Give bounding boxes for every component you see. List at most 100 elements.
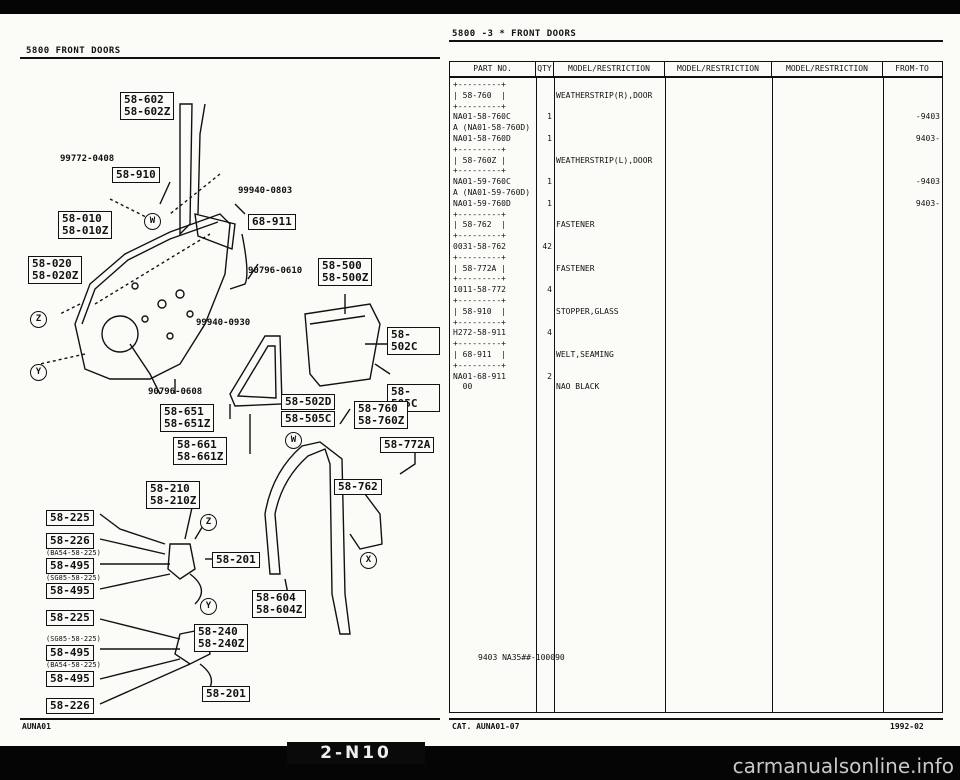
table-cell-description: NAO BLACK	[556, 382, 600, 392]
table-cell-part-number: | 58-772A |	[453, 263, 506, 273]
diagram-label-58-762: 58-762	[334, 479, 382, 495]
diagram-label-58-495-d: 58-495	[46, 671, 94, 687]
table-cell-part-number: | 58-760Z |	[453, 155, 506, 165]
diagram-label-58-225-lower: 58-225	[46, 610, 94, 626]
reference-circle-x: X	[360, 552, 377, 569]
diagram-label-58-502c: 58-502C	[387, 327, 440, 355]
table-cell-part-number: +---------+	[453, 339, 506, 349]
table-cell-part-number: +---------+	[453, 166, 506, 176]
diagram-linework	[39, 103, 416, 705]
right-footer-rule	[449, 718, 943, 720]
column-header-model-1: MODEL/RESTRICTION	[554, 62, 665, 76]
table-cell-quantity: 1	[547, 134, 552, 143]
bolt-callout-90796-0608: 90796-0608	[148, 387, 203, 397]
table-cell-part-number: | 68-911 |	[453, 350, 506, 359]
variant-note-sg85-upper: (SG85-58-225)	[46, 574, 101, 582]
table-cell-quantity: 4	[547, 328, 552, 338]
table-cell-quantity: 1	[547, 177, 552, 187]
table-cell-part-number: NA01-59-760D	[453, 198, 511, 208]
table-cell-part-number: NA01-68-911	[453, 371, 506, 381]
variant-note-sg85-lower: (SG85-58-225)	[46, 635, 101, 643]
diagram-label-58-201-lower: 58-201	[202, 686, 250, 702]
diagram-label-58-201-upper: 58-201	[212, 552, 260, 568]
table-cell-part-number: +---------+	[453, 360, 506, 370]
table-cell-quantity: 4	[547, 285, 552, 295]
variant-note-ba54-lower: (BA54-58-225)	[46, 661, 101, 669]
footer-date: 1992-02	[890, 722, 924, 731]
table-cell-quantity: 2	[547, 371, 552, 381]
table-cell-part-number: +---------+	[453, 80, 506, 89]
column-header-part-no: PART NO.	[450, 62, 536, 76]
table-cell-quantity: 1	[547, 198, 552, 208]
bolt-callout-90796-0610: 90796-0610	[248, 266, 303, 276]
right-header-rule	[449, 40, 943, 42]
table-cell-part-number: NA01-58-760D	[453, 134, 511, 143]
column-header-qty: QTY	[536, 62, 554, 76]
page-stamp: 2-N10	[287, 742, 425, 764]
diagram-label-58-226-upper: 58-226	[46, 533, 94, 549]
column-divider	[554, 76, 555, 712]
bolt-callout-99940-0803: 99940-0803	[238, 186, 293, 196]
table-cell-description: WEATHERSTRIP(L),DOOR	[556, 155, 653, 165]
table-cell-part-number: 00	[453, 382, 473, 392]
table-cell-part-number: 0031-58-762	[453, 242, 506, 251]
table-cell-part-number: +---------+	[453, 144, 506, 154]
table-cell-description: STOPPER,GLASS	[556, 306, 619, 316]
column-header-from-to: FROM-TO	[895, 64, 929, 73]
reference-circle-y-lower: Y	[200, 598, 217, 615]
reference-circle-y: Y	[30, 364, 47, 381]
right-page-header: 5800 -3 * FRONT DOORS	[452, 29, 577, 39]
column-divider	[536, 76, 537, 712]
table-cell-quantity: 42	[542, 242, 552, 251]
table-cell-part-number: +---------+	[453, 231, 506, 241]
diagram-label-58-502d: 58-502D	[281, 394, 336, 410]
reference-circle-w-lower: W	[285, 432, 302, 449]
diagram-label-58-772a: 58-772A	[380, 437, 435, 453]
reference-circle-w: W	[144, 213, 161, 230]
table-cell-description: WELT,SEAMING	[556, 350, 614, 359]
table-cell-part-number: +---------+	[453, 317, 506, 327]
table-cell-part-number: +---------+	[453, 101, 506, 111]
table-cell-part-number: +---------+	[453, 252, 506, 262]
table-cell-part-number: | 58-910 |	[453, 306, 506, 316]
column-header-model-2: MODEL/RESTRICTION	[665, 62, 772, 76]
header-divider	[450, 76, 942, 78]
table-cell-part-number: NA01-58-760C	[453, 112, 511, 122]
table-cell-quantity: 1	[547, 112, 552, 122]
table-cell-part-number: A (NA01-59-760D)	[453, 188, 531, 197]
table-cell-description: WEATHERSTRIP(R),DOOR	[556, 90, 653, 100]
table-cell-part-number: | 58-760 |	[453, 90, 506, 100]
reference-circle-z-lower: Z	[200, 514, 217, 531]
diagram-label-58-226-lower: 58-226	[46, 698, 94, 714]
parts-table: PART NO. QTY MODEL/RESTRICTION MODEL/RES…	[449, 61, 943, 713]
table-cell-part-number: 1011-58-772	[453, 285, 506, 295]
diagram-label-68-911: 68-911	[248, 214, 296, 230]
diagram-label-58-505c-lower: 58-505C	[281, 411, 336, 427]
footer-catalog-code: AUNA01	[22, 722, 51, 731]
diagram-label-58-910: 58-910	[112, 167, 160, 183]
left-header-rule	[20, 57, 440, 59]
reference-circle-z: Z	[30, 311, 47, 328]
diagram-label-58-495-a: 58-495	[46, 558, 94, 574]
table-cell-part-number: +---------+	[453, 274, 506, 284]
left-page-header: 5800 FRONT DOORS	[26, 46, 121, 56]
diagram-label-58-495-b: 58-495	[46, 583, 94, 599]
table-cell-from-to: 9403-	[915, 198, 940, 208]
diagram-label-58-225-upper: 58-225	[46, 510, 94, 526]
table-footnote: 9403 NA35##-100090	[478, 653, 565, 662]
variant-note-ba54-upper: (BA54-58-225)	[46, 549, 101, 557]
column-header-model-3: MODEL/RESTRICTION	[772, 62, 883, 76]
table-cell-description: FASTENER	[556, 263, 595, 273]
column-divider	[883, 76, 884, 712]
